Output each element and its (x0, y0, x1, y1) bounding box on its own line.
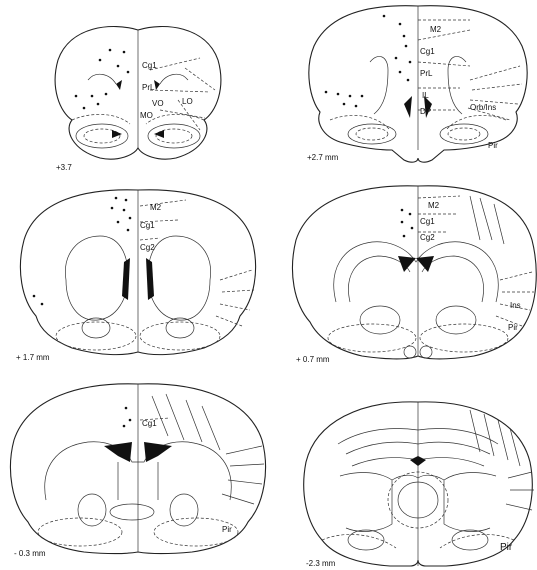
label-il: IL (422, 91, 429, 100)
coordinate-label: +2.7 mm (307, 153, 339, 162)
label-cg1: Cg1 (140, 221, 155, 230)
section-plus-0-7: M2 Cg1 Cg2 Ins Pir + 0.7 mm (292, 186, 536, 364)
section-plus-3-7: Cg1 PrL VO MO LO +3.7 (55, 26, 221, 172)
section-plus-2-7: M2 Cg1 PrL IL DP Orb/Ins Pir +2.7 mm (307, 6, 527, 162)
label-cg1: Cg1 (420, 47, 435, 56)
section-minus-0-3: Cg1 Pir - 0.3 mm (10, 384, 265, 558)
label-cg2: Cg2 (420, 233, 435, 242)
label-pir: Pir (508, 323, 518, 332)
label-pir: Pir (222, 525, 232, 534)
coordinate-label: -2.3 mm (306, 559, 336, 568)
coordinate-label: + 0.7 mm (296, 355, 330, 364)
section-2-injection-dots (325, 15, 412, 108)
label-pir: Pir (500, 542, 513, 553)
coordinate-label: - 0.3 mm (14, 549, 46, 558)
label-prl: PrL (142, 83, 155, 92)
coordinate-label: +3.7 (56, 163, 72, 172)
label-orb-ins: Orb/Ins (470, 103, 496, 112)
label-m2: M2 (428, 201, 440, 210)
label-m2: M2 (430, 25, 442, 34)
section-plus-1-7: M2 Cg1 Cg2 + 1.7 mm (16, 190, 256, 362)
label-m2: M2 (150, 203, 162, 212)
label-vo: VO (152, 99, 164, 108)
label-prl: PrL (420, 69, 433, 78)
label-lo: LO (182, 97, 193, 106)
label-cg1: Cg1 (420, 217, 435, 226)
label-dp: DP (420, 107, 431, 116)
section-minus-2-3: Pir -2.3 mm (304, 402, 534, 568)
label-ins: Ins (510, 301, 521, 310)
section-5-injection-dots (123, 407, 132, 428)
section-4-outline (292, 186, 536, 359)
section-1-injection-dots (75, 49, 130, 110)
label-cg1: Cg1 (142, 419, 157, 428)
section-4-injection-dots (401, 209, 414, 238)
label-mo: MO (140, 111, 153, 120)
label-cg2: Cg2 (140, 243, 155, 252)
label-pir: Pir (488, 141, 498, 150)
coordinate-label: + 1.7 mm (16, 353, 50, 362)
label-cg1: Cg1 (142, 61, 157, 70)
section-3-injection-dots (33, 197, 132, 306)
